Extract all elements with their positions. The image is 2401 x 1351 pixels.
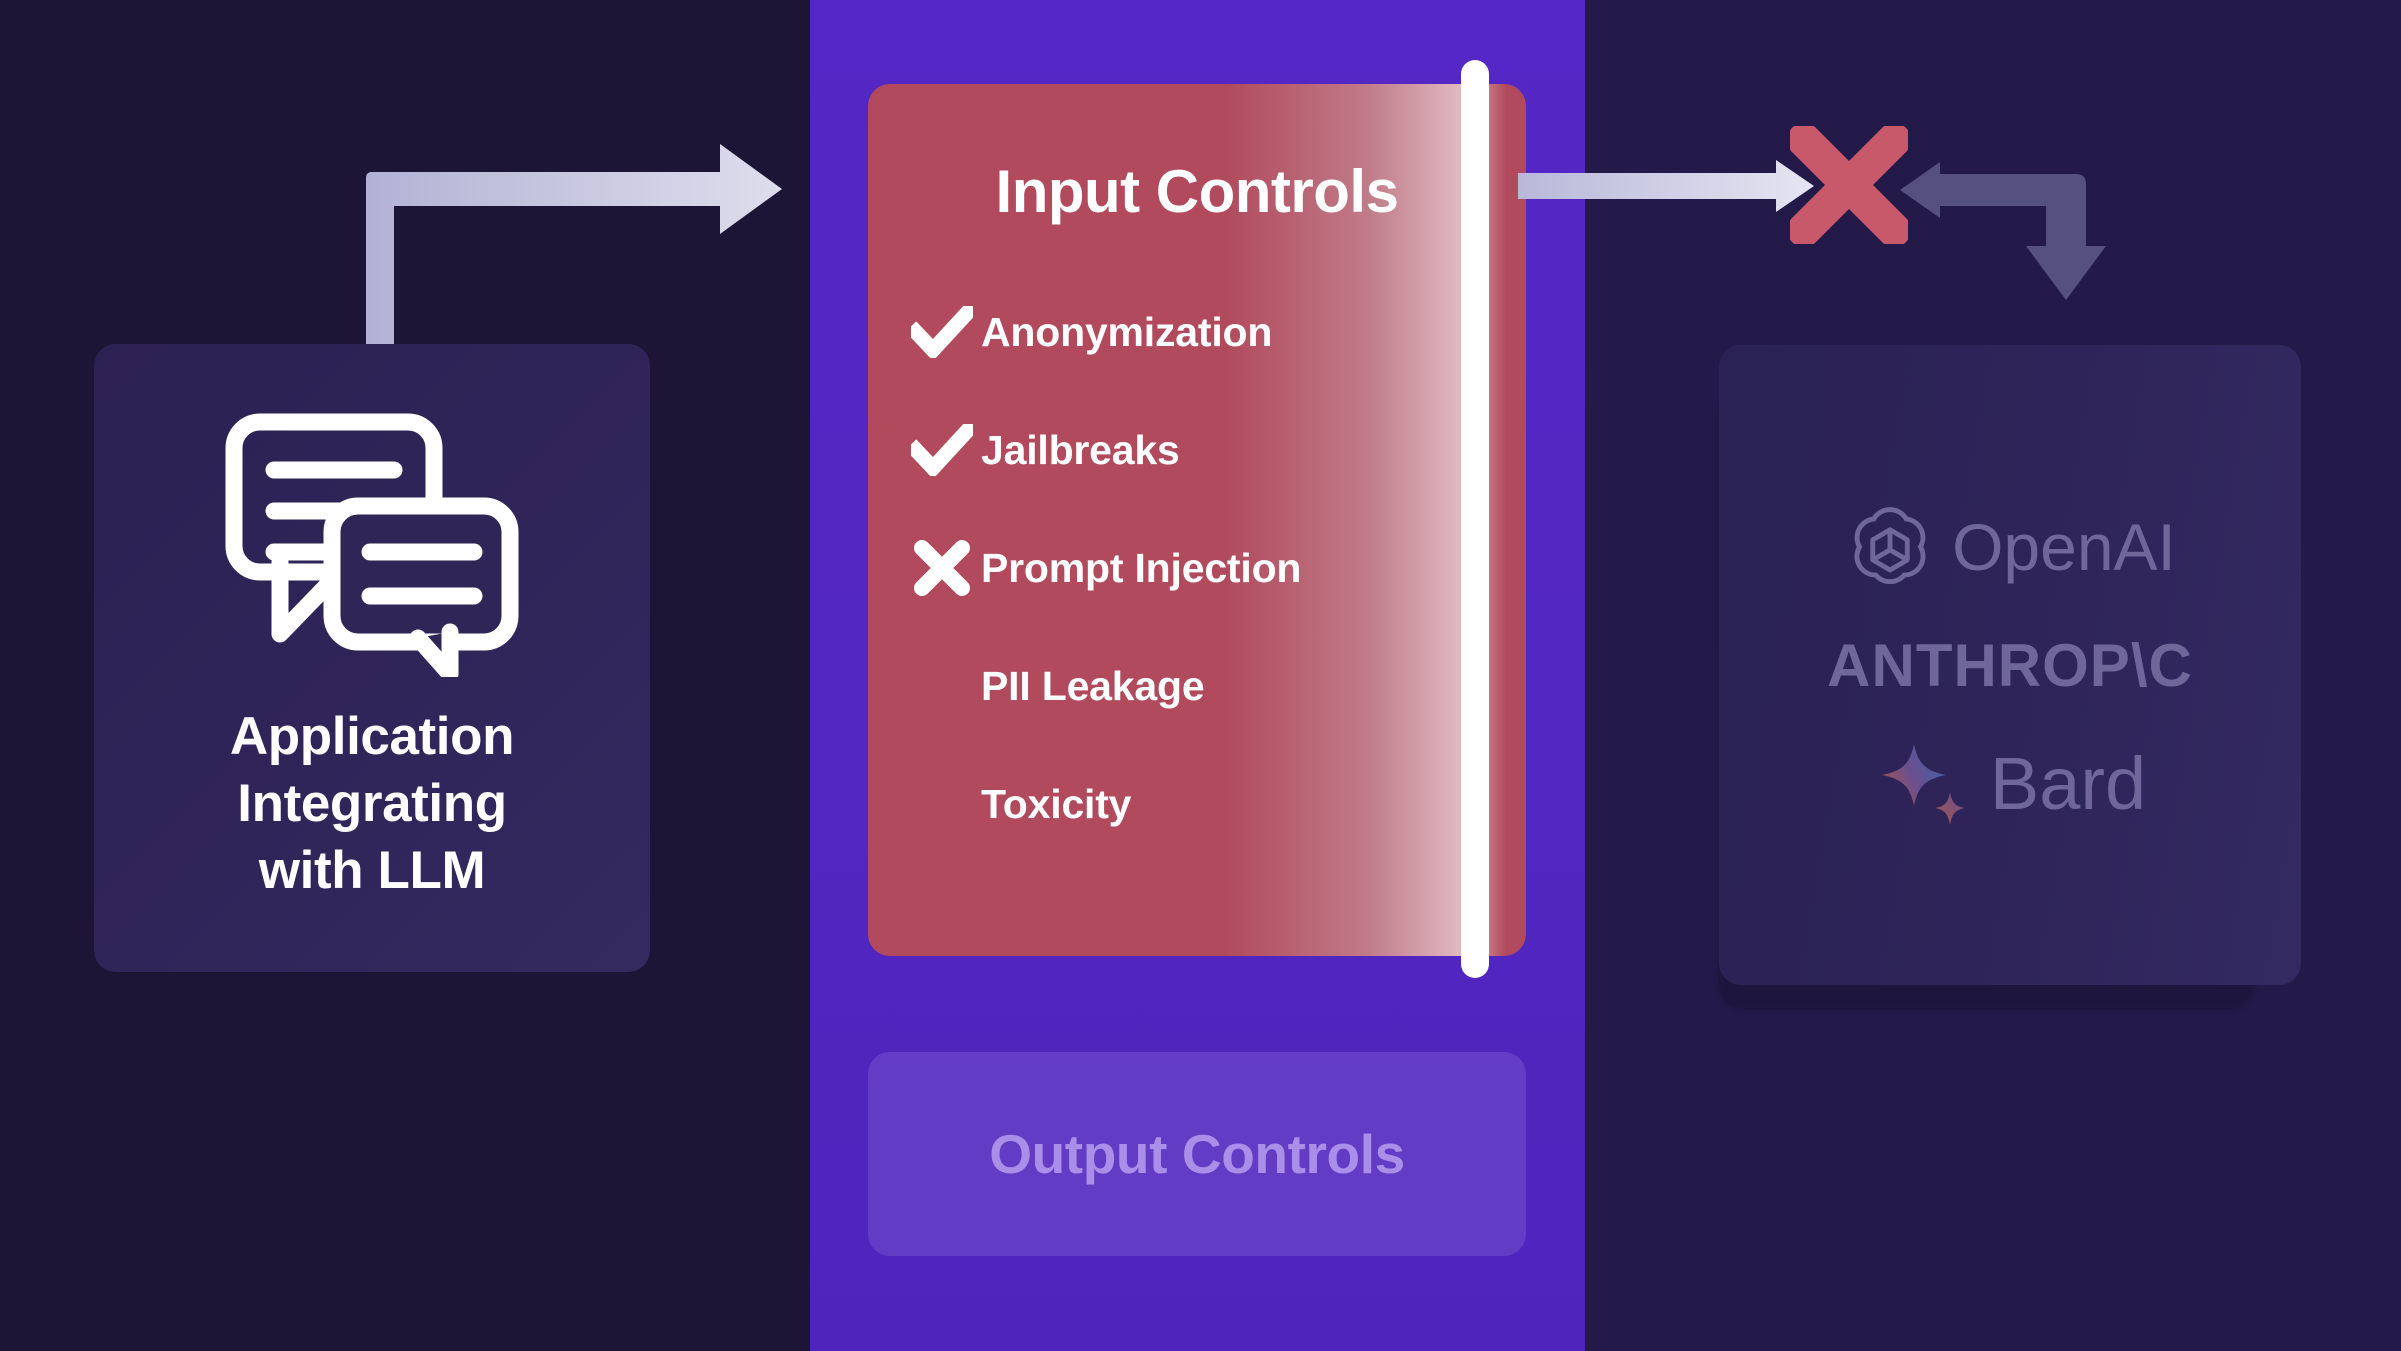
check-icon [903, 306, 981, 358]
llm-provider-label: Bard [1989, 742, 2147, 825]
close-icon [903, 540, 981, 596]
list-item[interactable]: PII Leakage [868, 646, 1526, 726]
llm-provider-label: OpenAI [1952, 509, 2176, 584]
input-controls-title: Input Controls [995, 158, 1399, 225]
list-item-label: Jailbreaks [981, 426, 1180, 473]
output-controls-card[interactable]: Output Controls [868, 1052, 1526, 1256]
application-card[interactable]: Application Integrating with LLM [94, 344, 650, 972]
output-controls-title: Output Controls [989, 1123, 1405, 1185]
arrow-block-to-llm [1900, 162, 2106, 300]
arrow-input-to-block [1518, 160, 1814, 212]
list-item[interactable]: Prompt Injection [868, 528, 1526, 608]
list-item-label: PII Leakage [981, 662, 1205, 709]
check-icon [903, 424, 981, 476]
app-title-line-3: with LLM [258, 841, 486, 901]
scanner-bar [1461, 60, 1489, 978]
list-item-label: Toxicity [981, 780, 1132, 827]
llm-provider-openai[interactable]: OpenAI [1719, 501, 2301, 593]
list-item-label: Prompt Injection [981, 544, 1302, 591]
red-x-block-icon [1790, 126, 1908, 244]
arrow-app-to-input [366, 144, 782, 380]
app-title-line-2: Integrating [237, 773, 507, 833]
openai-logo-icon [1854, 506, 1926, 584]
application-card-title: Application Integrating with LLM [229, 703, 515, 905]
anthropic-wordmark-icon: ANTHROP\C [1827, 631, 2193, 699]
chat-bubbles-icon [225, 413, 519, 677]
app-title-line-1: Application [229, 706, 515, 766]
list-item[interactable]: Anonymization [868, 292, 1526, 372]
input-controls-card[interactable]: Input Controls Anonymization Jailbreaks [868, 84, 1526, 956]
bard-sparkle-icon [1881, 743, 1965, 825]
input-controls-list: Anonymization Jailbreaks Prompt Injectio… [868, 292, 1526, 844]
llm-providers-card[interactable]: OpenAI ANTHROP\C [1719, 345, 2301, 985]
llm-provider-bard[interactable]: Bard [1719, 738, 2301, 830]
list-item[interactable]: Toxicity [868, 764, 1526, 844]
list-item-label: Anonymization [981, 308, 1273, 355]
llm-provider-anthropic[interactable]: ANTHROP\C [1719, 631, 2301, 700]
list-item[interactable]: Jailbreaks [868, 410, 1526, 490]
